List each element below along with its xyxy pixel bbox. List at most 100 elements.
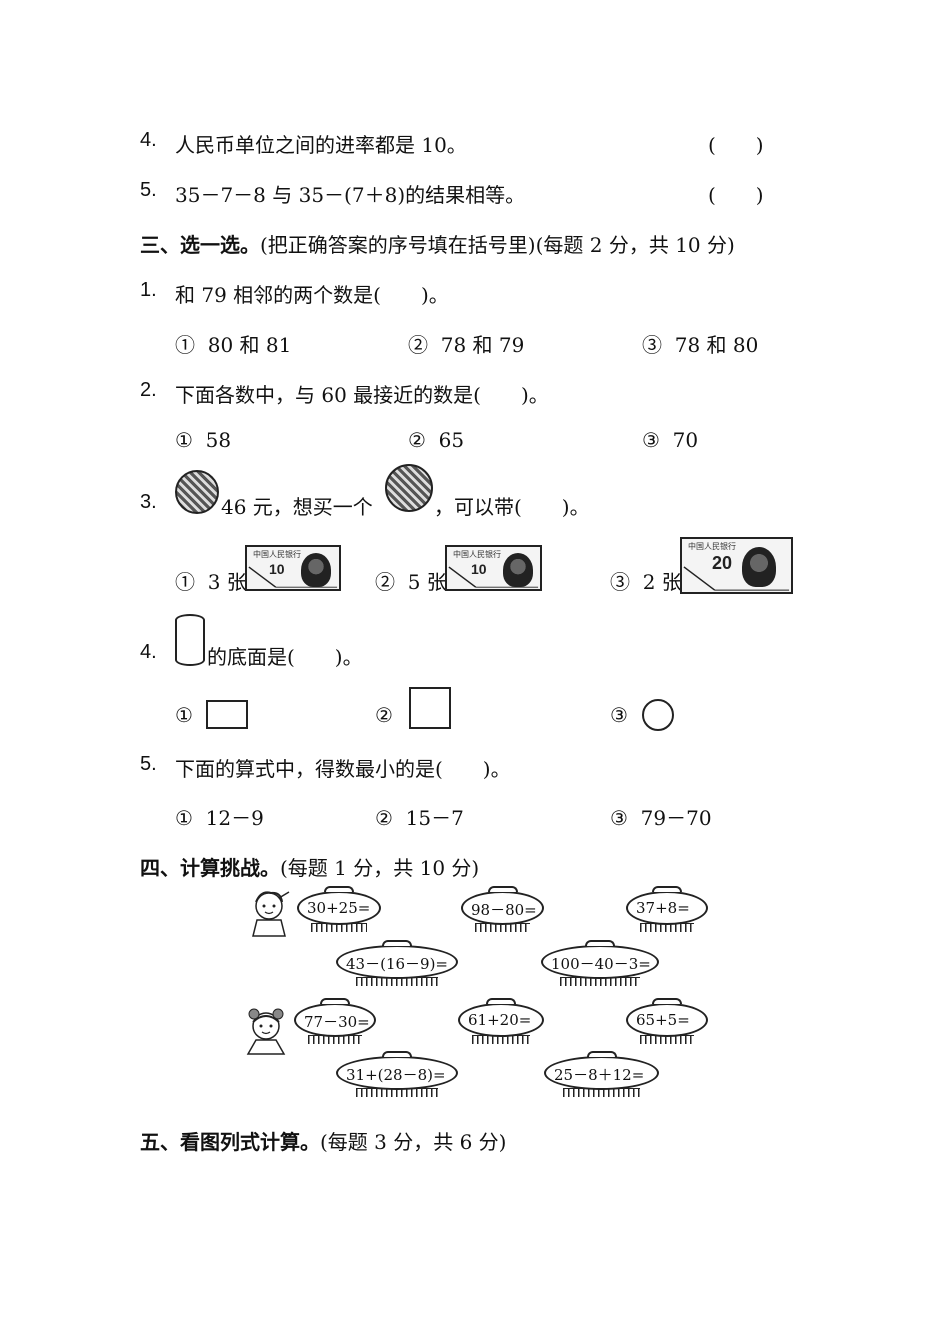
calc-plate[interactable]: 25－8＋12= <box>544 1051 659 1097</box>
q5-number: 5. <box>140 753 157 775</box>
square-shape-icon <box>409 687 451 729</box>
plate-lid <box>320 998 350 1004</box>
calc-plate[interactable]: 61+20= <box>458 998 544 1044</box>
item-4-number: 4. <box>140 129 157 151</box>
q3-option-3[interactable]: ③ 2 张 <box>610 566 682 595</box>
option-mark: ① <box>175 333 195 357</box>
q2-option-3[interactable]: ③ 70 <box>642 428 698 452</box>
q2-option-2[interactable]: ② 65 <box>408 428 464 452</box>
q1-text: 和 79 相邻的两个数是( )。 <box>175 283 449 307</box>
option-text: 80 和 81 <box>207 333 292 357</box>
portrait-icon <box>301 553 331 587</box>
banknote-header: 中国人民银行 <box>253 550 301 559</box>
plate-lid <box>324 886 354 892</box>
option-mark: ③ <box>642 428 660 452</box>
q3-option-1[interactable]: ① 3 张 <box>175 566 247 595</box>
plate-lid <box>382 940 412 946</box>
plate-expression: 30+25= <box>307 899 371 917</box>
plate-base <box>472 1035 530 1044</box>
calc-plate[interactable]: 31+(28－8)= <box>336 1051 458 1097</box>
q3-text-a: 46 元，想买一个 <box>221 495 373 519</box>
plate-expression: 77－30= <box>304 1013 370 1031</box>
calc-plate[interactable]: 43－(16－9)= <box>336 940 458 986</box>
calc-plate[interactable]: 30+25= <box>297 886 381 932</box>
q2-number: 2. <box>140 379 157 401</box>
item-5-number: 5. <box>140 179 157 201</box>
option-text: 79－70 <box>640 806 712 830</box>
banknote-border <box>448 566 539 588</box>
q1-option-2[interactable]: ② 78 和 79 <box>408 329 524 358</box>
option-mark: ③ <box>642 333 662 357</box>
option-mark: ② <box>375 703 393 727</box>
calc-plate[interactable]: 37+8= <box>626 886 708 932</box>
q5-text: 下面的算式中，得数最小的是( )。 <box>175 757 511 781</box>
plate-lid <box>652 886 682 892</box>
banknote-value: 10 <box>269 561 285 577</box>
q4-option-1[interactable]: ① <box>175 703 193 727</box>
q4-number: 4. <box>140 641 157 663</box>
q1-option-3[interactable]: ③ 78 和 80 <box>642 329 758 358</box>
q5-option-3[interactable]: ③ 79－70 <box>610 802 712 831</box>
banknote-header: 中国人民银行 <box>453 550 501 559</box>
plate-lid <box>486 998 516 1004</box>
plate-expression: 43－(16－9)= <box>346 955 448 973</box>
banknote-value: 10 <box>471 561 487 577</box>
banknote-10-icon: 中国人民银行 10 <box>445 545 542 591</box>
option-mark: ① <box>175 703 193 727</box>
q4-text: 的底面是( )。 <box>207 645 363 669</box>
plate-expression: 31+(28－8)= <box>346 1066 446 1084</box>
calc-plate[interactable]: 77－30= <box>294 998 376 1044</box>
q4-option-2[interactable]: ② <box>375 703 393 727</box>
rectangle-shape-icon <box>206 700 248 729</box>
q5-option-2[interactable]: ② 15－7 <box>375 802 464 831</box>
section-5-heading: 五、看图列式计算。(每题 3 分，共 6 分) <box>140 1126 506 1155</box>
calc-plate[interactable]: 65+5= <box>626 998 708 1044</box>
plate-lid <box>487 886 518 892</box>
section-4-heading: 四、计算挑战。(每题 1 分，共 10 分) <box>140 852 479 881</box>
section-4-title: 四、计算挑战。 <box>140 856 280 880</box>
beach-ball-icon <box>385 464 433 512</box>
section-5-note: (每题 3 分，共 6 分) <box>320 1130 507 1154</box>
q3-text-b: ，可以带( )。 <box>434 495 590 519</box>
item-4-text: 人民币单位之间的进率都是 10。 <box>175 133 467 157</box>
option-text: 70 <box>672 428 699 452</box>
plate-lid <box>586 1051 617 1057</box>
section-3-title: 三、选一选。 <box>140 233 260 257</box>
option-text: 78 和 80 <box>674 333 759 357</box>
q2-text: 下面各数中，与 60 最接近的数是( )。 <box>175 383 549 407</box>
plate-expression: 61+20= <box>468 1011 532 1029</box>
beach-ball-icon <box>175 470 219 514</box>
plate-base <box>560 977 640 986</box>
q1-option-1[interactable]: ① 80 和 81 <box>175 329 291 358</box>
boy-cartoon-icon <box>252 891 290 937</box>
girl-cartoon-icon <box>246 1008 286 1055</box>
section-4-note: (每题 1 分，共 10 分) <box>280 856 480 880</box>
banknote-header: 中国人民银行 <box>688 542 736 551</box>
plate-base <box>355 977 439 986</box>
plate-lid <box>652 998 682 1004</box>
q4-option-3[interactable]: ③ <box>610 703 628 727</box>
q2-option-1[interactable]: ① 58 <box>175 428 231 452</box>
plate-base <box>639 1035 695 1044</box>
item-5-answer-bracket[interactable]: ( ) <box>708 183 764 207</box>
q5-option-1[interactable]: ① 12－9 <box>175 802 264 831</box>
plate-expression: 25－8＋12= <box>554 1066 645 1084</box>
item-4-answer-bracket[interactable]: ( ) <box>708 133 764 157</box>
plate-lid <box>382 1051 412 1057</box>
option-mark: ① <box>175 806 193 830</box>
calc-plate[interactable]: 100－40－3= <box>541 940 659 986</box>
option-text: 15－7 <box>405 806 464 830</box>
option-mark: ② <box>375 570 395 594</box>
item-5-text: 35－7－8 与 35－(7＋8)的结果相等。 <box>175 183 526 207</box>
banknote-border <box>683 566 790 591</box>
portrait-icon <box>742 547 776 587</box>
calc-plate[interactable]: 98－80= <box>461 886 544 932</box>
section-5-title: 五、看图列式计算。 <box>140 1130 320 1154</box>
plate-expression: 98－80= <box>471 901 537 919</box>
option-mark: ③ <box>610 806 628 830</box>
q3-option-2[interactable]: ② 5 张 <box>375 566 447 595</box>
option-mark: ② <box>408 428 426 452</box>
plate-base <box>562 1088 641 1097</box>
option-mark: ③ <box>610 570 630 594</box>
option-mark: ① <box>175 428 193 452</box>
